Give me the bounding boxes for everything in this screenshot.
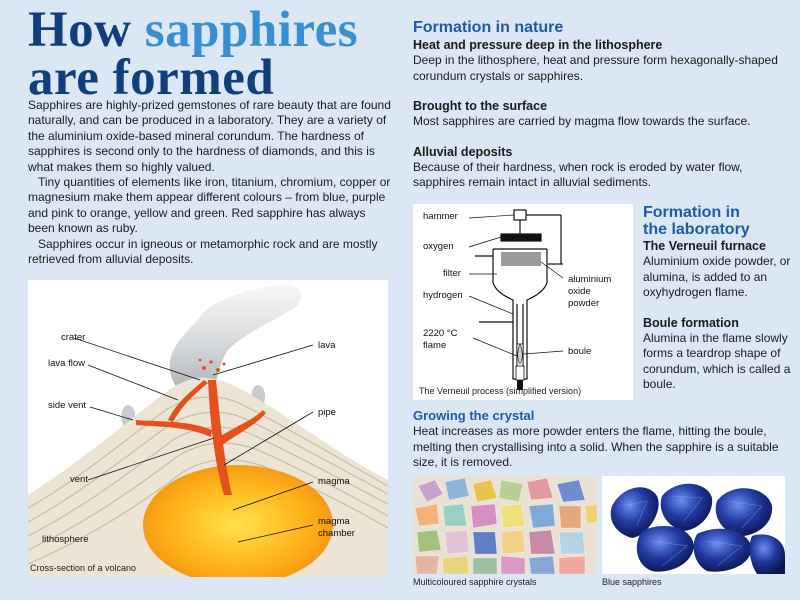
label-temperature: 2220 °C [423, 328, 458, 339]
lab-s2-text: Alumina in the flame slowly forms a tear… [643, 330, 791, 392]
verneuil-caption: The Verneuil process (simplified version… [419, 386, 582, 396]
nature-s2-title: Brought to the surface [413, 99, 548, 113]
lab-heading-2: the laboratory [643, 221, 750, 238]
nature-s2-text: Most sapphires are carried by magma flow… [413, 114, 751, 128]
label-vent: vent [70, 474, 88, 485]
label-pipe: pipe [318, 407, 336, 418]
nature-s1-title: Heat and pressure deep in the lithospher… [413, 38, 663, 52]
volcano-diagram [28, 284, 388, 577]
blue-sapphires-photo [602, 476, 785, 574]
label-lava-flow: lava flow [48, 358, 85, 369]
label-boule: boule [568, 346, 592, 357]
multicoloured-sapphires-photo [413, 476, 597, 574]
verneuil-diagram [468, 209, 564, 390]
growing-section: Growing the crystal Heat increases as mo… [413, 408, 785, 471]
volcano-illustration: crater lava flow side vent vent lithosph… [28, 280, 388, 577]
label-flame: flame [423, 340, 447, 351]
page-title: How sapphires are formed [28, 5, 358, 106]
nature-s1-text: Deep in the lithosphere, heat and pressu… [413, 53, 778, 83]
label-hammer: hammer [423, 211, 458, 222]
label-filter: filter [443, 268, 461, 279]
label-crater: crater [61, 332, 86, 343]
intro-paragraph-2: Tiny quantities of elements like iron, t… [28, 175, 391, 236]
photo-caption-blue: Blue sapphires [602, 577, 662, 587]
label-powder-2: oxide [568, 286, 591, 297]
title-highlight: sapphires [144, 2, 359, 58]
intro-text: Sapphires are highly-prized gemstones of… [28, 98, 394, 267]
lab-heading-1: Formation in [643, 204, 740, 221]
label-magma: magma [318, 476, 350, 487]
lab-s1-title: The Verneuil furnace [643, 239, 766, 253]
nature-s3-text: Because of their hardness, when rock is … [413, 159, 743, 190]
label-lava: lava [318, 340, 336, 351]
label-oxygen: oxygen [423, 241, 454, 252]
intro-paragraph-3: Sapphires occur in igneous or metamorphi… [28, 236, 378, 267]
blue-gems-image [610, 483, 785, 574]
multicoloured-gems-image [414, 477, 597, 574]
label-magma-chamber-2: chamber [318, 528, 355, 539]
label-side-vent: side vent [48, 400, 87, 411]
lab-s2-title: Boule formation [643, 315, 739, 330]
label-powder-1: aluminium [568, 274, 612, 285]
growing-title: Growing the crystal [413, 408, 535, 423]
nature-s3-title: Alluvial deposits [413, 144, 513, 159]
photo-caption-multicoloured: Multicoloured sapphire crystals [413, 577, 537, 587]
formation-lab-section: Formation in the laboratory The Verneuil… [643, 204, 793, 393]
label-magma-chamber-1: magma [318, 516, 350, 527]
intro-paragraph-1: Sapphires are highly-prized gemstones of… [28, 98, 391, 174]
verneuil-diagram-panel: hammer oxygen filter hydrogen 2220 °C fl… [413, 204, 633, 400]
title-line2: are formed [28, 50, 275, 106]
nature-heading: Formation in nature [413, 19, 564, 36]
title-line1-a: How [28, 2, 145, 58]
label-lithosphere: lithosphere [42, 534, 89, 545]
formation-nature-section: Formation in nature Heat and pressure de… [413, 18, 785, 191]
label-powder-3: powder [568, 298, 600, 309]
volcano-caption: Cross-section of a volcano [30, 563, 137, 573]
growing-text: Heat increases as more powder enters the… [413, 424, 779, 469]
label-hydrogen: hydrogen [423, 290, 463, 301]
lab-s1-text: Aluminium oxide powder, or alumina, is a… [643, 254, 791, 299]
